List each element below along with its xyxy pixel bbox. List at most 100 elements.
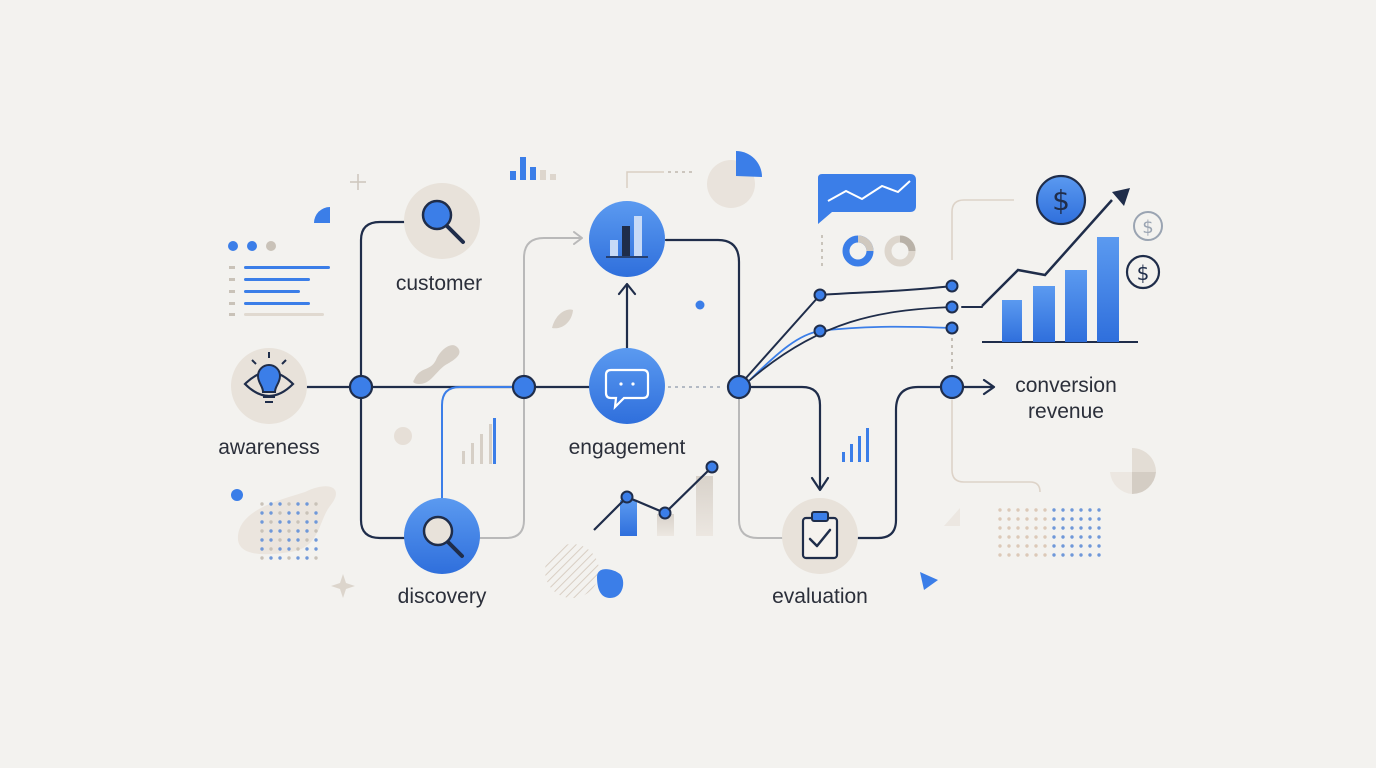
junction-node <box>511 374 537 400</box>
grid-dot <box>1061 553 1065 557</box>
grid-dot <box>998 553 1002 557</box>
grid-dot <box>1043 535 1047 539</box>
grid-dot <box>1034 508 1038 512</box>
grid-dot <box>1007 526 1011 530</box>
grid-dot <box>314 520 318 524</box>
grid-dot <box>1034 535 1038 539</box>
svg-text:$: $ <box>1142 217 1153 238</box>
grid-dot <box>1061 526 1065 530</box>
grid-dot <box>1052 544 1056 548</box>
grid-dot <box>296 520 300 524</box>
grid-dot <box>314 511 318 515</box>
junction-node <box>945 300 959 314</box>
dollar-icon: $ <box>1035 174 1087 226</box>
grid-dot <box>1007 508 1011 512</box>
dot-deco <box>394 427 412 445</box>
connector-deco-bottom <box>951 400 1041 493</box>
grid-dot <box>1079 535 1083 539</box>
grid-dot <box>1016 517 1020 521</box>
grid-dot <box>287 520 291 524</box>
hatched-circle-deco <box>545 544 599 598</box>
grid-dot <box>1052 508 1056 512</box>
grid-dot <box>1088 526 1092 530</box>
connector-deco-top <box>626 171 664 188</box>
grid-dot <box>998 508 1002 512</box>
grid-dot <box>314 529 318 533</box>
pie-chart-deco <box>707 151 762 208</box>
grid-dot <box>1097 553 1101 557</box>
stage-label-engagement: engagement <box>568 436 686 459</box>
grid-dot <box>269 538 273 542</box>
stage-label-awareness: awareness <box>218 436 320 459</box>
grid-dot <box>1088 553 1092 557</box>
junction-node <box>348 374 374 400</box>
grid-dot <box>1052 526 1056 530</box>
revenue-bar-chart <box>981 188 1138 343</box>
junction-nodes <box>348 279 965 400</box>
grid-dot <box>296 529 300 533</box>
grid-dot <box>1070 553 1074 557</box>
stage-label-conversion: conversion revenue <box>1015 373 1117 426</box>
grid-dot <box>287 547 291 551</box>
grid-dot <box>998 535 1002 539</box>
grid-dot <box>269 529 273 533</box>
dollar-icon: $ <box>1133 211 1163 241</box>
play-triangle-deco <box>920 572 938 590</box>
grid-dot <box>1088 535 1092 539</box>
grid-dot <box>1061 517 1065 521</box>
grid-dot <box>278 538 282 542</box>
grid-dot <box>314 556 318 560</box>
grid-dot <box>269 520 273 524</box>
grid-dot <box>260 511 264 515</box>
grid-dot <box>287 556 291 560</box>
grid-dot <box>1079 508 1083 512</box>
grid-dot <box>305 529 309 533</box>
stage-label-discovery: discovery <box>397 585 487 608</box>
grid-dot <box>1079 544 1083 548</box>
blue-blob-deco <box>597 569 624 598</box>
grid-dot <box>1025 535 1029 539</box>
star-sparkle-deco <box>331 574 355 598</box>
grid-dot <box>1088 517 1092 521</box>
grid-dot <box>1007 553 1011 557</box>
grid-dot <box>305 538 309 542</box>
eye-lightbulb-icon <box>231 348 307 424</box>
grid-dot <box>260 556 264 560</box>
squiggle-deco <box>413 345 460 384</box>
svg-text:$: $ <box>1052 184 1070 217</box>
grid-dot <box>1070 526 1074 530</box>
grid-dot <box>260 529 264 533</box>
junction-node <box>813 288 827 302</box>
mini-bars-deco <box>462 418 496 464</box>
clipboard-check-icon <box>782 498 858 574</box>
grid-dot <box>269 502 273 506</box>
grid-dot <box>287 502 291 506</box>
grid-dot <box>1088 508 1092 512</box>
grid-dot <box>1034 544 1038 548</box>
grid-dot <box>1079 526 1083 530</box>
mini-bars-deco <box>842 428 869 462</box>
grid-dot <box>1007 517 1011 521</box>
grid-dot <box>1097 508 1101 512</box>
quarter-shapes-deco <box>1132 448 1156 472</box>
grid-dot <box>1043 553 1047 557</box>
grid-dot <box>278 502 282 506</box>
grid-dot <box>1043 508 1047 512</box>
grid-dot <box>296 538 300 542</box>
grid-dot <box>287 529 291 533</box>
grid-dot <box>1052 517 1056 521</box>
connector-deco-right <box>951 199 1014 260</box>
grid-dot <box>260 547 264 551</box>
grid-dot <box>1070 508 1074 512</box>
plus-sparkle-deco <box>350 174 366 190</box>
combo-chart-deco <box>593 460 719 536</box>
grid-dot <box>269 511 273 515</box>
dollar-icon: $ <box>1125 254 1161 290</box>
grid-dot <box>1025 508 1029 512</box>
dot-grid-left <box>260 502 318 560</box>
grid-dot <box>1025 553 1029 557</box>
svg-text:$: $ <box>1137 261 1150 285</box>
grid-dot <box>305 556 309 560</box>
grid-dot <box>305 547 309 551</box>
